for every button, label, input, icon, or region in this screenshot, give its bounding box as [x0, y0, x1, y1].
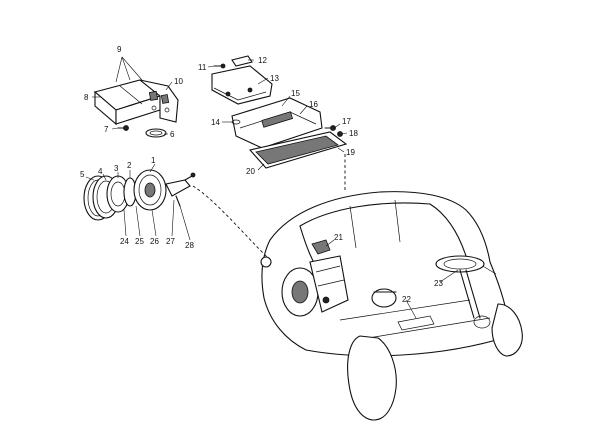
- callout-23: 23: [434, 279, 443, 288]
- callout-21: 21: [334, 233, 343, 242]
- callout-15: 15: [291, 89, 300, 98]
- callout-8: 8: [84, 93, 89, 102]
- callout-16: 16: [309, 100, 318, 109]
- callout-22: 22: [402, 295, 411, 304]
- callout-labels: 9 10 8 7 6 11 12 13 15 16 14 17 18 19 20…: [80, 45, 443, 304]
- callout-25: 25: [135, 237, 144, 246]
- callout-2: 2: [127, 161, 132, 170]
- headlamp-assembly: [83, 169, 269, 259]
- callout-12: 12: [258, 56, 267, 65]
- callout-24: 24: [120, 237, 129, 246]
- callout-18: 18: [349, 129, 358, 138]
- callout-9: 9: [117, 45, 122, 54]
- callout-3: 3: [114, 164, 119, 173]
- dashboard-assembly: [211, 55, 348, 190]
- callout-28: 28: [185, 241, 194, 250]
- callout-6: 6: [170, 130, 175, 139]
- callout-20: 20: [246, 167, 255, 176]
- callout-10: 10: [174, 77, 183, 86]
- callout-19: 19: [346, 148, 355, 157]
- callout-27: 27: [166, 237, 175, 246]
- callout-17: 17: [342, 117, 351, 126]
- leader-lines: [85, 56, 459, 319]
- callout-14: 14: [211, 118, 220, 127]
- callout-5: 5: [80, 170, 85, 179]
- callout-1: 1: [151, 156, 156, 165]
- callout-4: 4: [98, 167, 103, 176]
- callout-13: 13: [270, 74, 279, 83]
- car-body: [260, 191, 523, 421]
- callout-26: 26: [150, 237, 159, 246]
- callout-11: 11: [198, 63, 207, 72]
- callout-7: 7: [104, 125, 109, 134]
- tail-light-assembly: [93, 79, 179, 138]
